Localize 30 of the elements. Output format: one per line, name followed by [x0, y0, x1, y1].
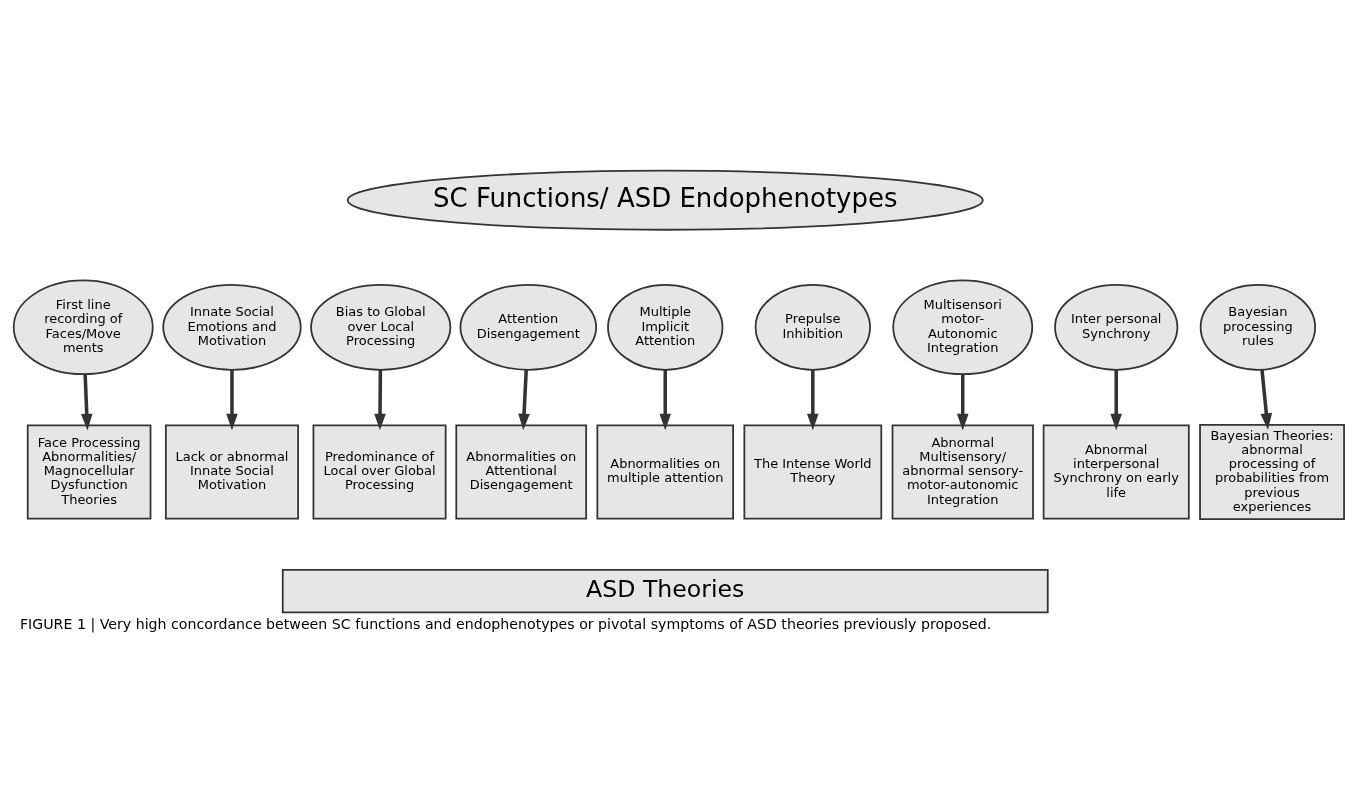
- node-ellipse: Multiple Implicit Attention: [607, 283, 724, 371]
- caption: FIGURE 1 | Very high concordance between SC functions and endophenotypes or pivotal symptoms of ASD theories previously proposed.: [19, 615, 992, 632]
- node-box: Lack or abnormal Innate Social Motivation: [165, 424, 299, 520]
- arrow: [80, 374, 93, 431]
- node-ellipse: Attention Disengagement: [459, 283, 598, 371]
- node-box: Abnormalities on Attentional Disengagement: [455, 424, 588, 520]
- node-box: Abnormal Multisensory/ abnormal sensory- motor-autonomic Integration: [891, 424, 1034, 520]
- node-box: The Intense World Theory: [743, 424, 883, 520]
- node-ellipse: Innate Social Emotions and Motivation: [162, 283, 302, 371]
- node-box: Abnormalities on multiple attention: [596, 424, 734, 520]
- arrow: [659, 370, 672, 431]
- node-box: ASD Theories: [281, 569, 1049, 614]
- node-box: Face Processing Abnormalities/ Magnocellular Dysfunction Theories: [26, 424, 152, 520]
- node-ellipse: Bayesian processing rules: [1199, 283, 1317, 371]
- node-box: Predominance of Local over Global Processing: [312, 424, 447, 520]
- arrow: [1260, 369, 1273, 430]
- node-ellipse: SC Functions/ ASD Endophenotypes: [346, 169, 984, 231]
- node-ellipse: Multisensori motor- Autonomic Integration: [892, 279, 1034, 375]
- node-ellipse: Inter personal Synchrony: [1054, 283, 1179, 371]
- node-ellipse: Prepulse Inhibition: [754, 283, 871, 371]
- node-ellipse: Bias to Global over Local Processing: [310, 283, 452, 371]
- node-box: Bayesian Theories: abnormal processing of probabilities from previous experiences: [1199, 423, 1345, 521]
- arrow: [226, 370, 238, 431]
- arrow: [807, 370, 819, 431]
- arrow: [956, 374, 969, 431]
- arrow: [1110, 370, 1122, 431]
- arrow: [374, 370, 386, 431]
- node-box: Abnormal interpersonal Synchrony on early life: [1042, 424, 1190, 520]
- arrow: [518, 369, 530, 431]
- node-ellipse: First line recording of Faces/Move ments: [12, 279, 154, 375]
